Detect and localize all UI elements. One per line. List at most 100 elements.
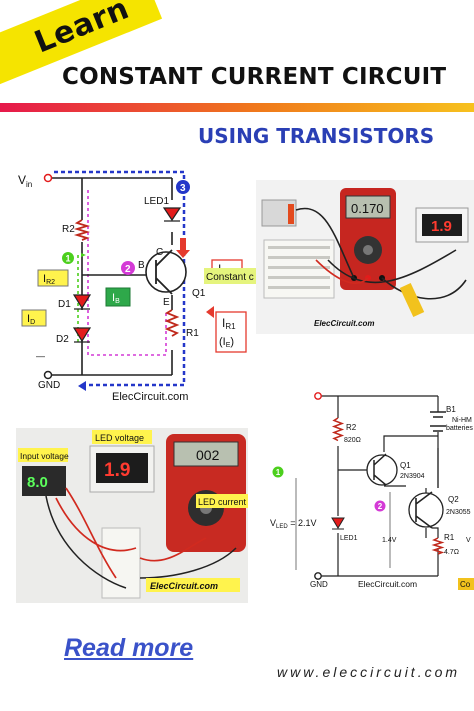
minus-sign: — [36,351,45,361]
q1-c-label: C [156,247,163,258]
vin-sub: in [26,180,32,189]
learn-badge-text: Learn [29,0,134,60]
diagram2-r1-symbol [431,537,445,555]
ir2-sub: R2 [46,279,55,286]
diagram1-credit: ElecCircuit.com [112,391,188,403]
led-voltage-label: LED voltage [95,433,144,443]
svg-text:Vin: Vin [18,173,32,189]
diagram2-q2-symbol [408,492,444,528]
diagram2-vt-label: V [466,537,471,544]
page-title: CONSTANT CURRENT CIRCUIT [62,64,447,90]
page-subtitle: USING TRANSISTORS [198,124,435,148]
constant-label: Constant c [206,272,254,283]
diagram2-battery-line2: batteries [446,425,473,432]
diagram2-q1-symbol [366,454,398,486]
marker-3-text: 3 [180,183,186,194]
ir1-label-box [215,311,247,353]
diagram2-vled-sub: LED [276,524,288,530]
current-path-magenta [87,190,167,356]
led1-label: LED1 [144,196,169,207]
svg-text:IB: IB [112,292,120,305]
battery-symbol [430,411,446,432]
led-current-label-box [196,494,248,508]
q1-b-label: B [138,260,145,271]
marker-2 [121,261,135,275]
diagram2-co-label: Co [460,580,471,589]
diagram2-r1-label: R1 [444,533,455,542]
read-more-link[interactable]: Read more [64,634,194,662]
circuit-diagram-2: GND R2 820Ω B1 Ni-HM batteries Q1 2N3904… [270,392,474,590]
photo-led-measurement: Input voltage 8.0 LED voltage 1.9 002 LE… [16,428,248,603]
diagram2-q2-part: 2N3055 [446,509,471,516]
ib-label-box [105,287,131,307]
diagram2-v14-label: 1.4V [382,537,397,544]
constant-label-box [204,268,260,284]
diagram2-marker-2-text: 2 [378,502,383,511]
svg-text:VLED = 2.1V: VLED = 2.1V [270,518,316,530]
ir2-label: I [43,273,46,285]
diagram2-gnd-terminal [314,572,322,580]
circuit-diagram-1: Vin R2 IR2 1 D1 D2 ID LED1 3 IC C B E Q1… [18,170,260,403]
svg-text:ID: ID [27,313,35,326]
led-current-label: LED current [198,497,247,507]
q1-e-label: E [163,297,170,308]
diagram2-vled-label: V [270,518,276,528]
photo1-credit: ElecCircuit.com [314,319,374,328]
input-voltage-label-box [18,448,68,462]
input-voltage-label: Input voltage [20,451,69,461]
photo1-panel-reading: 1.9 [431,218,452,235]
diagram2-led1-label: LED1 [340,535,358,542]
ie-close: ) [230,336,234,348]
website-url: www.eleccircuit.com [277,664,461,680]
diagram2-led1-symbol [331,517,345,530]
resistor-r2-symbol [73,219,91,241]
resistor-r1-symbol [164,309,180,337]
diagram2-marker-2 [374,500,386,512]
q1-label: Q1 [192,288,206,299]
diagram2-vled-value: = 2.1V [288,518,317,528]
id-sub: D [30,319,35,326]
photo2-meter-reading: 002 [196,447,220,463]
ie-sub: E [226,342,231,349]
diode-d2-symbol [72,327,92,343]
photo2-credit: ElecCircuit.com [150,581,218,591]
diagram2-marker-1 [272,466,284,478]
ir1-sub: R1 [225,322,236,331]
svg-text:IR1: IR1 [222,316,236,331]
ir1-label: I [222,316,225,330]
diagram2-battery-line1: Ni-HM [452,417,472,424]
svg-text:(IE): (IE) [219,336,234,349]
svg-text:IR2: IR2 [43,273,55,286]
ie-label: (I [219,336,226,348]
diagram2-q1-part: 2N3904 [400,473,425,480]
ib-label: I [112,292,115,304]
diagram2-r1-value: 4.7Ω [444,549,459,556]
diagram2-gnd-label: GND [310,580,328,589]
diode-d1-symbol [72,294,92,310]
ir2-label-box [37,269,69,287]
marker-1 [62,252,74,264]
diagram2-q1-label: Q1 [400,461,411,470]
vin-terminal [43,173,53,183]
d2-label: D2 [56,334,69,345]
marker-1-text: 1 [66,254,71,264]
current-path-blue [54,170,186,387]
gnd-label: GND [38,380,60,391]
diagram2-marker-1-text: 1 [276,468,281,477]
led-voltage-label-box [92,430,152,444]
diagram2-vplus-terminal [314,392,322,400]
photo1-meter-reading: 0.170 [351,201,384,216]
diagram2-r2-symbol [331,417,345,442]
d1-label: D1 [58,299,71,310]
marker-3 [176,180,190,194]
diagram2-r2-value: 820Ω [344,437,361,444]
photo2-input-reading: 8.0 [27,474,48,491]
diagram2-credit: ElecCircuit.com [358,579,417,589]
gradient-divider [0,103,474,112]
id-label: I [27,313,30,325]
photo2-led-reading: 1.9 [104,460,130,481]
led1-symbol [162,207,182,222]
vin-label: V [18,173,26,187]
diagram2-b1-label: B1 [446,405,456,414]
diagram2-r2-label: R2 [346,423,357,432]
